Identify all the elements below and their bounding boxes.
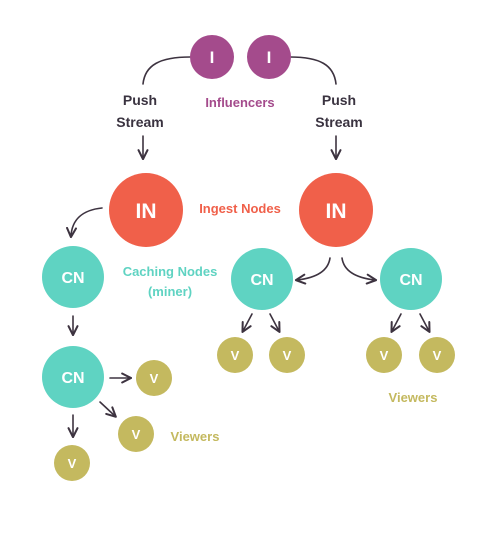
caching-nodes-caption: Caching Nodes (miner) <box>123 264 218 299</box>
svg-text:V: V <box>283 348 292 363</box>
influencer-node-1: I <box>190 35 234 79</box>
viewer-node-5: V <box>269 337 305 373</box>
viewer-node-2: V <box>118 416 154 452</box>
connectors <box>66 56 431 439</box>
svg-text:V: V <box>150 371 159 386</box>
arrow-in-right-to-cn-right <box>341 257 378 285</box>
viewer-node-6: V <box>366 337 402 373</box>
viewer-node-1: V <box>136 360 172 396</box>
svg-text:CN: CN <box>61 370 84 387</box>
caching-node-middle: CN <box>231 248 293 310</box>
arrow-cn-mid-to-viewer-right <box>269 313 281 333</box>
svg-text:V: V <box>231 348 240 363</box>
push-stream-label-right: Push Stream <box>315 92 362 130</box>
svg-text:IN: IN <box>326 200 347 223</box>
push-stream-label-left: Push Stream <box>116 92 163 130</box>
caching-node-left-upper: CN <box>42 246 104 308</box>
viewers-caption-left: Viewers <box>171 429 220 444</box>
svg-text:I: I <box>210 48 215 67</box>
svg-text:V: V <box>380 348 389 363</box>
svg-text:CN: CN <box>61 270 84 287</box>
connector-influencer-left <box>142 56 191 85</box>
svg-text:V: V <box>68 456 77 471</box>
arrow-in-right-to-cn-left <box>294 257 331 285</box>
svg-text:Push: Push <box>322 92 356 108</box>
svg-text:CN: CN <box>250 272 273 289</box>
viewer-node-4: V <box>217 337 253 373</box>
svg-text:V: V <box>132 427 141 442</box>
arrow-cn-mid-to-viewer-left <box>241 313 253 333</box>
influencers-caption: Influencers <box>205 95 274 110</box>
svg-text:I: I <box>267 48 272 67</box>
arrow-cn-to-viewer-diag <box>99 401 117 418</box>
influencer-node-2: I <box>247 35 291 79</box>
ingest-node-right: IN <box>299 173 373 247</box>
connector-influencer-right <box>289 56 337 85</box>
svg-text:(miner): (miner) <box>148 284 192 299</box>
arrow-cn-right-to-viewer-right <box>419 313 431 333</box>
ingest-nodes-caption: Ingest Nodes <box>199 201 281 216</box>
caching-node-left-lower: CN <box>42 346 104 408</box>
viewers-caption-right: Viewers <box>389 390 438 405</box>
viewer-node-3: V <box>54 445 90 481</box>
viewer-node-7: V <box>419 337 455 373</box>
svg-text:IN: IN <box>136 200 157 223</box>
svg-text:V: V <box>433 348 442 363</box>
ingest-node-left: IN <box>109 173 183 247</box>
arrow-in-left-to-cn <box>66 207 103 239</box>
arrow-cn-right-to-viewer-left <box>390 313 402 333</box>
svg-text:Stream: Stream <box>315 114 362 130</box>
svg-text:Stream: Stream <box>116 114 163 130</box>
svg-text:Caching Nodes: Caching Nodes <box>123 264 218 279</box>
svg-text:Push: Push <box>123 92 157 108</box>
caching-node-right: CN <box>380 248 442 310</box>
svg-text:CN: CN <box>399 272 422 289</box>
